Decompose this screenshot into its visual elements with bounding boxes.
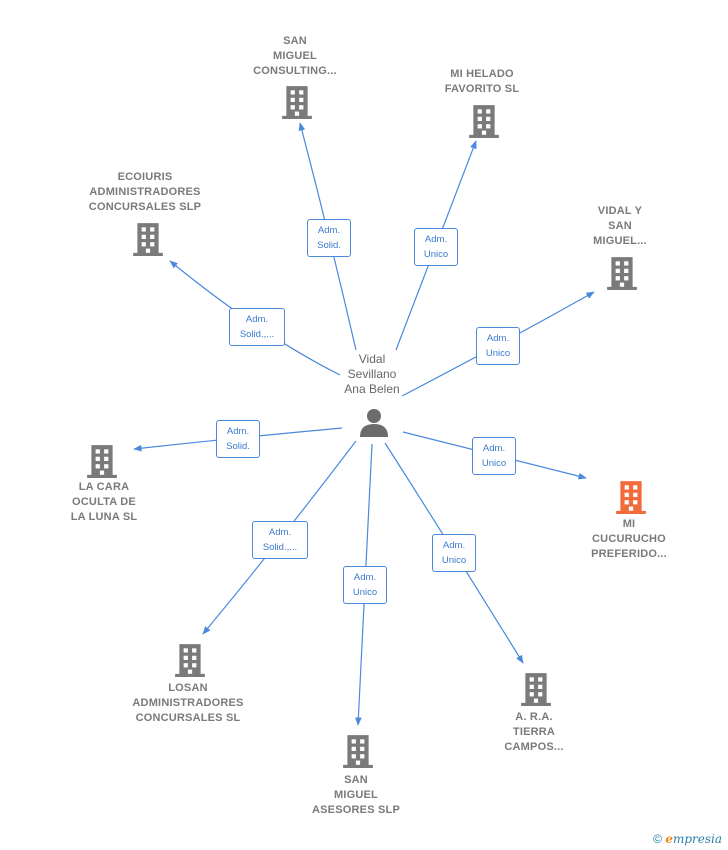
company-label-line: TIERRA (512, 726, 556, 738)
relation-label-line: Solid. (317, 240, 341, 251)
building-icon[interactable] (616, 481, 646, 514)
company-label-line: MIGUEL... (593, 235, 647, 247)
relation-label-line: Unico (481, 458, 507, 469)
relation-label-line: Adm. (268, 527, 292, 538)
company-label-line: A. R.A. (515, 711, 553, 723)
company-label-line: SAN (283, 35, 307, 47)
company-label-line: SAN (608, 220, 632, 232)
company-label-line: SAN (344, 774, 368, 786)
company-label-line: CONCURSALES SLP (88, 201, 202, 213)
relation-label-line: Unico (352, 587, 378, 598)
relation-label-vidal-y-san-miguel[interactable]: Adm. Unico (476, 327, 520, 365)
relation-label-line: Unico (423, 249, 449, 260)
company-label-line: LA CARA (78, 481, 130, 493)
person-name-line: Vidal (358, 352, 386, 366)
company-label-la-cara-oculta[interactable]: LA CARA OCULTA DE LA LUNA SL (39, 480, 169, 525)
copyright-symbol: © (653, 832, 662, 846)
building-icon[interactable] (343, 735, 373, 768)
relation-label-losan[interactable]: Adm. Solid.,... (252, 521, 308, 559)
company-label-line: LOSAN (168, 682, 208, 694)
relation-label-line: Adm. (353, 572, 377, 583)
building-icon[interactable] (133, 223, 163, 256)
company-label-mi-cucurucho[interactable]: MI CUCURUCHO PREFERIDO... (564, 517, 694, 562)
company-label-line: MI HELADO (450, 68, 514, 80)
relation-label-san-miguel-asesores[interactable]: Adm. Unico (343, 566, 387, 604)
company-label-line: MIGUEL (273, 50, 317, 62)
relation-label-line: Adm. (424, 234, 448, 245)
relation-label-san-miguel-consulting[interactable]: Adm. Solid. (307, 219, 351, 257)
node-icons (87, 86, 646, 768)
company-label-ecoiuris[interactable]: ECOIURIS ADMINISTRADORES CONCURSALES SLP (80, 170, 210, 215)
relation-label-line: Unico (441, 555, 467, 566)
company-label-losan[interactable]: LOSAN ADMINISTRADORES CONCURSALES SL (123, 681, 253, 726)
relation-label-line: Adm. (245, 314, 269, 325)
building-icon[interactable] (87, 445, 117, 478)
company-label-line: LA LUNA SL (70, 511, 138, 523)
relation-label-line: Solid.,... (239, 329, 275, 340)
company-label-line: VIDAL Y (597, 205, 643, 217)
relation-label-mi-helado-favorito[interactable]: Adm. Unico (414, 228, 458, 266)
person-name-line: Ana Belen (344, 382, 400, 396)
relation-label-line: Adm. (317, 225, 341, 236)
company-label-line: CONCURSALES SL (135, 712, 241, 724)
company-label-ara-tierra-campos[interactable]: A. R.A. TIERRA CAMPOS... (469, 710, 599, 755)
company-label-line: CAMPOS... (504, 741, 564, 753)
company-label-line: CUCURUCHO (592, 533, 666, 545)
building-icon[interactable] (175, 644, 205, 677)
relation-label-line: Solid. (226, 441, 250, 452)
company-label-mi-helado-favorito[interactable]: MI HELADO FAVORITO SL (417, 67, 547, 97)
building-icon[interactable] (521, 673, 551, 706)
relation-label-ara-tierra-campos[interactable]: Adm. Unico (432, 534, 476, 572)
building-icon[interactable] (282, 86, 312, 119)
footer-brand[interactable]: © empresia (653, 832, 722, 846)
company-label-line: ADMINISTRADORES (89, 186, 201, 198)
relation-label-ecoiuris[interactable]: Adm. Solid.,... (229, 308, 285, 346)
company-label-line: FAVORITO SL (444, 83, 520, 95)
company-label-line: MI (622, 518, 636, 530)
relation-label-line: Adm. (486, 333, 510, 344)
relation-label-line: Adm. (442, 540, 466, 551)
person-icon[interactable] (360, 409, 388, 437)
relation-label-line: Adm. (482, 443, 506, 454)
company-label-san-miguel-asesores[interactable]: SAN MIGUEL ASESORES SLP (291, 773, 421, 818)
company-label-line: OCULTA DE (72, 496, 136, 508)
relation-label-line: Unico (485, 348, 511, 359)
brand-logo-letter: e (665, 832, 673, 846)
company-label-san-miguel-consulting[interactable]: SAN MIGUEL CONSULTING... (230, 34, 360, 79)
company-label-line: ADMINISTRADORES (132, 697, 244, 709)
building-icon[interactable] (469, 105, 499, 138)
relation-label-line: Solid.,... (262, 542, 298, 553)
company-label-line: CONSULTING... (253, 65, 337, 77)
company-label-line: MIGUEL (334, 789, 378, 801)
relation-label-line: Adm. (226, 426, 250, 437)
person-name-line: Sevillano (347, 367, 397, 381)
relation-label-la-cara-oculta[interactable]: Adm. Solid. (216, 420, 260, 458)
company-label-vidal-y-san-miguel[interactable]: VIDAL Y SAN MIGUEL... (555, 204, 685, 249)
building-icon[interactable] (607, 257, 637, 290)
company-label-line: ECOIURIS (117, 171, 173, 183)
relation-label-mi-cucurucho[interactable]: Adm. Unico (472, 437, 516, 475)
brand-name: mpresia (672, 832, 722, 846)
company-label-line: PREFERIDO... (591, 548, 667, 560)
company-label-line: ASESORES SLP (312, 804, 400, 816)
